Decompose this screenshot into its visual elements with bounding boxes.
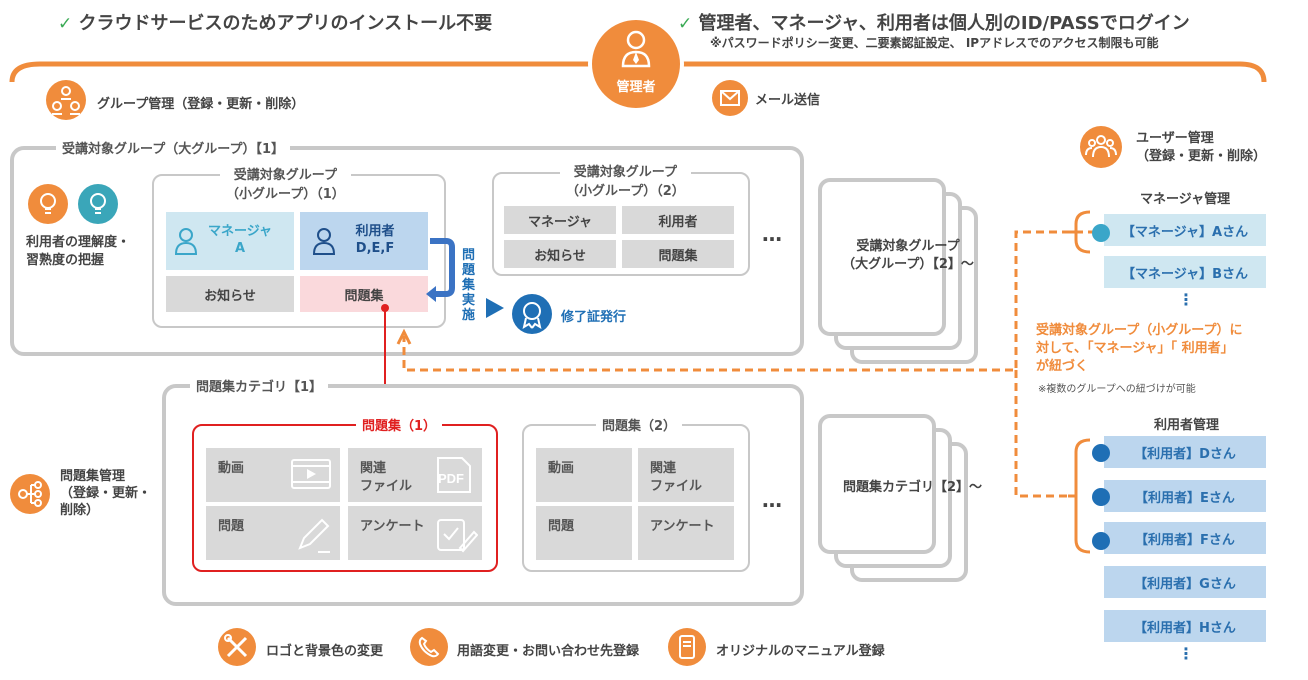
survey-item[interactable]: アンケート (348, 506, 482, 560)
user-d-dot (1092, 444, 1110, 462)
mail-label: メール送信 (755, 93, 821, 108)
ellipsis: … (762, 222, 782, 246)
question-set-box[interactable]: 問題集 (300, 276, 428, 312)
phone-icon (410, 628, 448, 666)
users-def-box[interactable]: 利用者 D,E,F (300, 212, 428, 270)
exec-arrow (426, 238, 455, 302)
user-mgmt-icon (1080, 126, 1122, 168)
vertical-ellipsis: ⋮ (1178, 290, 1194, 309)
manual-label: オリジナルのマニュアル登録 (716, 644, 885, 659)
user-d-item[interactable]: 【利用者】Dさん (1104, 436, 1266, 468)
category-2-card (818, 414, 936, 554)
feature-login: ✓ 管理者、マネージャ、利用者は個人別のID/PASSでログイン (678, 13, 1190, 34)
user-heading: 利用者管理 (1154, 418, 1220, 433)
admin-label: 管理者 (616, 80, 656, 95)
logo-change-label: ロゴと背景色の変更 (266, 644, 384, 659)
user-h-item[interactable]: 【利用者】Hさん (1104, 610, 1266, 642)
user-e-dot (1092, 488, 1110, 506)
ellipsis: … (762, 488, 782, 512)
exec-label: 問題集実施 (462, 248, 476, 323)
question-mgmt-icon (10, 474, 50, 514)
person-icon (312, 228, 336, 255)
user-e-item[interactable]: 【利用者】Eさん (1104, 480, 1266, 512)
certificate-icon (512, 294, 552, 334)
user-f-item[interactable]: 【利用者】Fさん (1104, 522, 1266, 554)
terms-label: 用語変更・お問い合わせ先登録 (457, 644, 640, 659)
pen-icon (298, 518, 330, 553)
question-set-2-title: 問題集（2） (596, 415, 683, 434)
survey-icon (437, 519, 478, 553)
category-2-title: 問題集カテゴリ【2】～ (843, 480, 983, 495)
notice-box[interactable]: お知らせ (166, 276, 294, 312)
large-group-2-title: 受講対象グループ （大グループ）【2】～ (842, 239, 974, 272)
user-f-dot (1092, 532, 1110, 550)
group-mgmt-label: グループ管理（登録・更新・削除） (97, 97, 305, 112)
related-file-item[interactable]: 関連 ファイル (638, 448, 734, 502)
manager-a-dot (1092, 224, 1110, 242)
category-1-title: 問題集カテゴリ【1】 (190, 376, 329, 395)
admin-person-icon (621, 30, 651, 68)
users-box[interactable]: 利用者 (622, 206, 734, 234)
question-mgmt-label: 問題集管理 （登録・更新・ 削除） (60, 469, 152, 518)
notice-box[interactable]: お知らせ (504, 240, 616, 268)
feature-no-install: ✓ クラウドサービスのためアプリのインストール不要 (58, 13, 493, 34)
video-icon (291, 459, 331, 489)
person-icon (174, 228, 198, 255)
group-mgmt-icon (46, 80, 86, 120)
small-group-2-title: 受講対象グループ （小グループ）（2） (560, 163, 691, 201)
manager-box[interactable]: マネージャ (504, 206, 616, 234)
question-set-1-title: 問題集（1） (356, 415, 443, 434)
understanding-label: 利用者の理解度・ 習熟度の把握 (26, 235, 131, 268)
question-item[interactable]: 問題 (536, 506, 632, 560)
question-item[interactable]: 問題 (206, 506, 340, 560)
manual-icon (668, 628, 706, 666)
svg-text:PDF: PDF (438, 471, 464, 486)
question-set-box[interactable]: 問題集 (622, 240, 734, 268)
manager-a-item[interactable]: 【マネージャ】Aさん (1104, 214, 1266, 246)
manager-a-box[interactable]: マネージャ A (166, 212, 294, 270)
large-group-1-title: 受講対象グループ（大グループ）【1】 (56, 138, 290, 157)
admin-avatar: 管理者 (588, 16, 684, 112)
tools-icon (218, 628, 256, 666)
login-note: ※パスワードポリシー変更、二要素認証設定、 IPアドレスでのアクセス制限も可能 (710, 36, 1159, 50)
lightbulb-icon (28, 184, 68, 224)
user-g-item[interactable]: 【利用者】Gさん (1104, 566, 1266, 598)
small-group-1-title: 受講対象グループ （小グループ）（1） (220, 166, 351, 204)
video-item[interactable]: 動画 (206, 448, 340, 502)
link-note: 受講対象グループ（小グループ）に 対して、「マネージャ」「 利用者」 が紐づく (1036, 323, 1243, 374)
survey-item[interactable]: アンケート (638, 506, 734, 560)
play-arrow-icon (486, 298, 504, 318)
certificate-label: 修了証発行 (561, 310, 627, 325)
related-file-item[interactable]: 関連 ファイル PDF (348, 448, 482, 502)
pdf-icon: PDF (437, 457, 471, 493)
manager-heading: マネージャ管理 (1140, 192, 1231, 207)
vertical-ellipsis: ⋮ (1178, 644, 1194, 663)
mail-icon (712, 80, 748, 116)
large-group-2-card (818, 178, 946, 336)
manager-b-item[interactable]: 【マネージャ】Bさん (1104, 256, 1266, 288)
user-mgmt-label: ユーザー管理 （登録・更新・削除） (1136, 131, 1267, 164)
link-subnote: ※複数のグループへの紐づけが可能 (1038, 384, 1196, 395)
video-item[interactable]: 動画 (536, 448, 632, 502)
lightbulb-icon (78, 184, 118, 224)
